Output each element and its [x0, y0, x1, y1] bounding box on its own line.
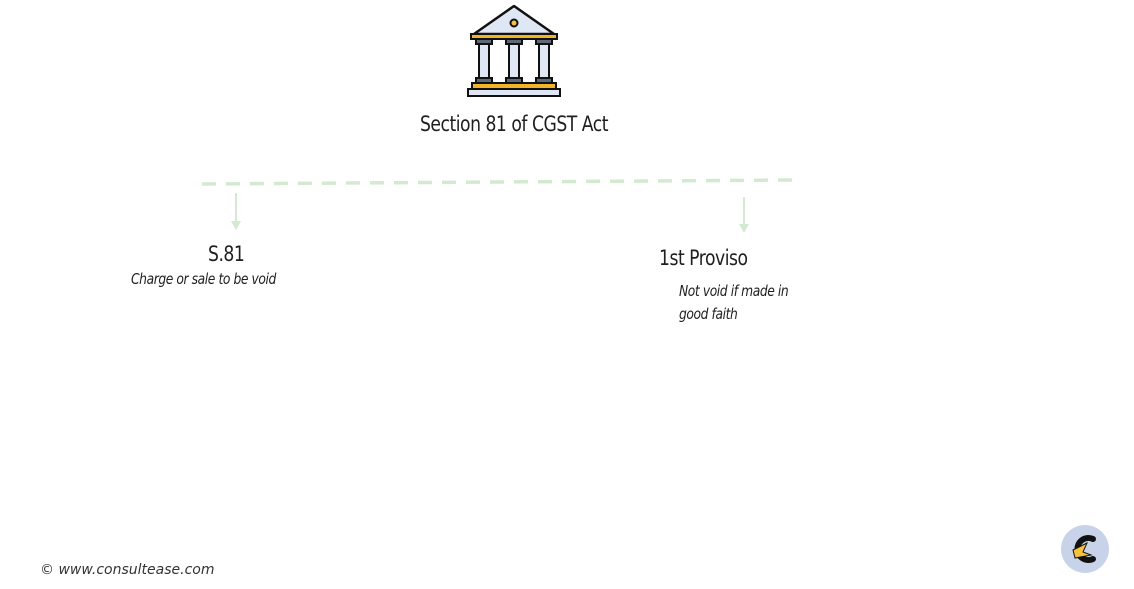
branch-bar [201, 178, 795, 186]
copyright-text: © www.consultease.com [40, 562, 215, 578]
root-node-title: Section 81 of CGST Act [419, 112, 609, 136]
branch-subtitle-first-proviso: Not void if made in good faith [679, 282, 789, 323]
consultease-logo-icon[interactable] [1061, 525, 1109, 573]
arrowhead-left [231, 221, 241, 230]
branch-title-s81: S.81 [208, 242, 245, 266]
branch-title-first-proviso: 1st Proviso [659, 246, 748, 270]
government-building-icon [466, 2, 562, 98]
arrowhead-right [739, 224, 749, 233]
branch-subtitle-s81: Charge or sale to be void [131, 270, 276, 288]
